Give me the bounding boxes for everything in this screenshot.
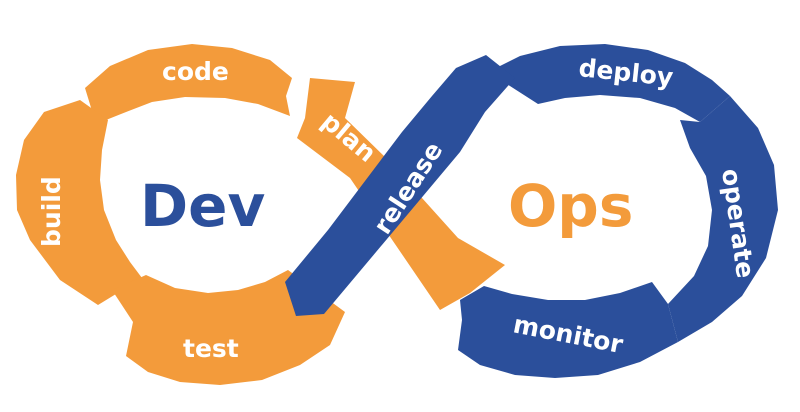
- build-segment: [16, 100, 142, 305]
- test-label: test: [183, 334, 239, 363]
- code-segment: [85, 44, 292, 124]
- ops-loop: [285, 44, 778, 378]
- deploy-segment: [488, 44, 730, 122]
- test-segment: [112, 270, 345, 385]
- build-label: build: [37, 176, 66, 247]
- operate-segment: [668, 96, 778, 342]
- release-segment: [285, 55, 515, 316]
- code-label: code: [162, 57, 229, 86]
- dev-word: Dev: [140, 172, 265, 240]
- ops-word: Ops: [508, 172, 633, 240]
- monitor-segment: [458, 282, 678, 378]
- dev-loop: [16, 44, 505, 385]
